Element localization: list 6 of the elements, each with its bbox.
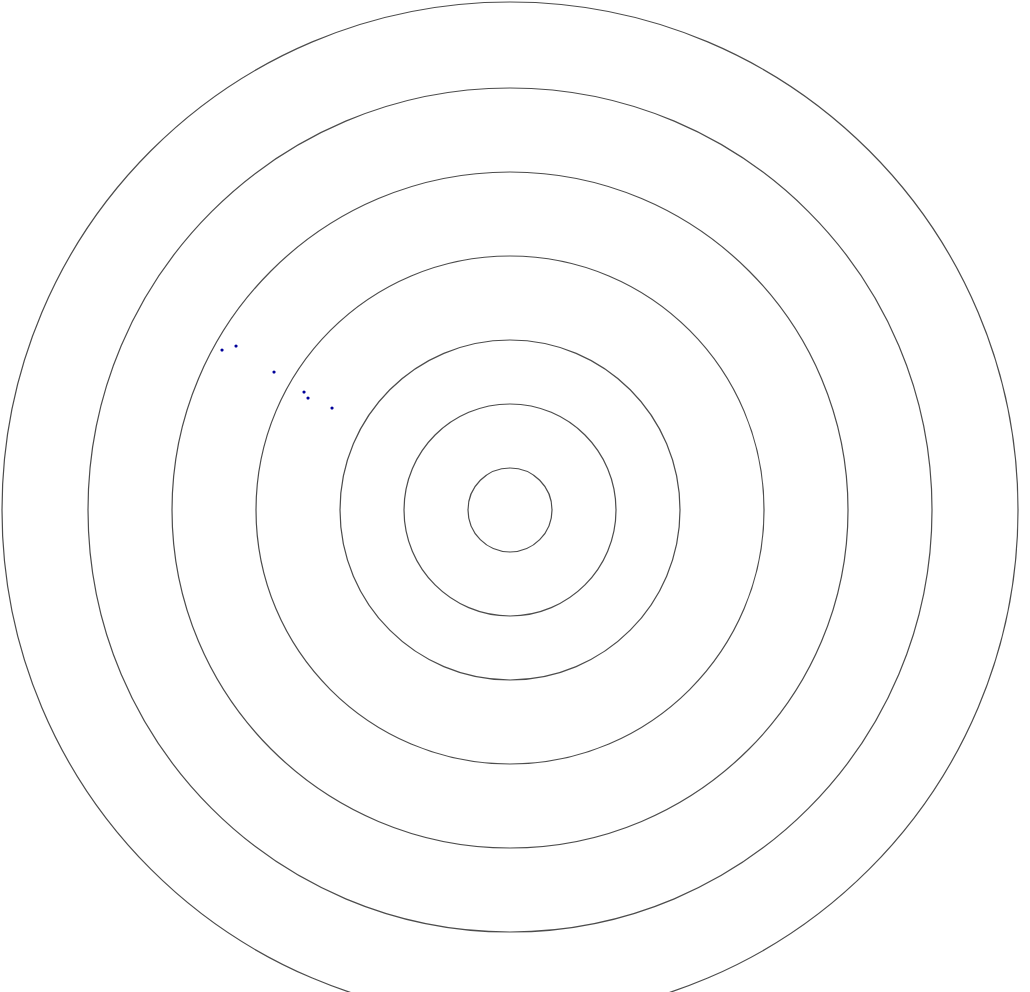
ring [403,403,617,617]
ring [171,171,849,849]
ring [467,467,553,553]
ring [339,339,681,681]
ring [255,255,765,765]
ring [87,87,933,933]
